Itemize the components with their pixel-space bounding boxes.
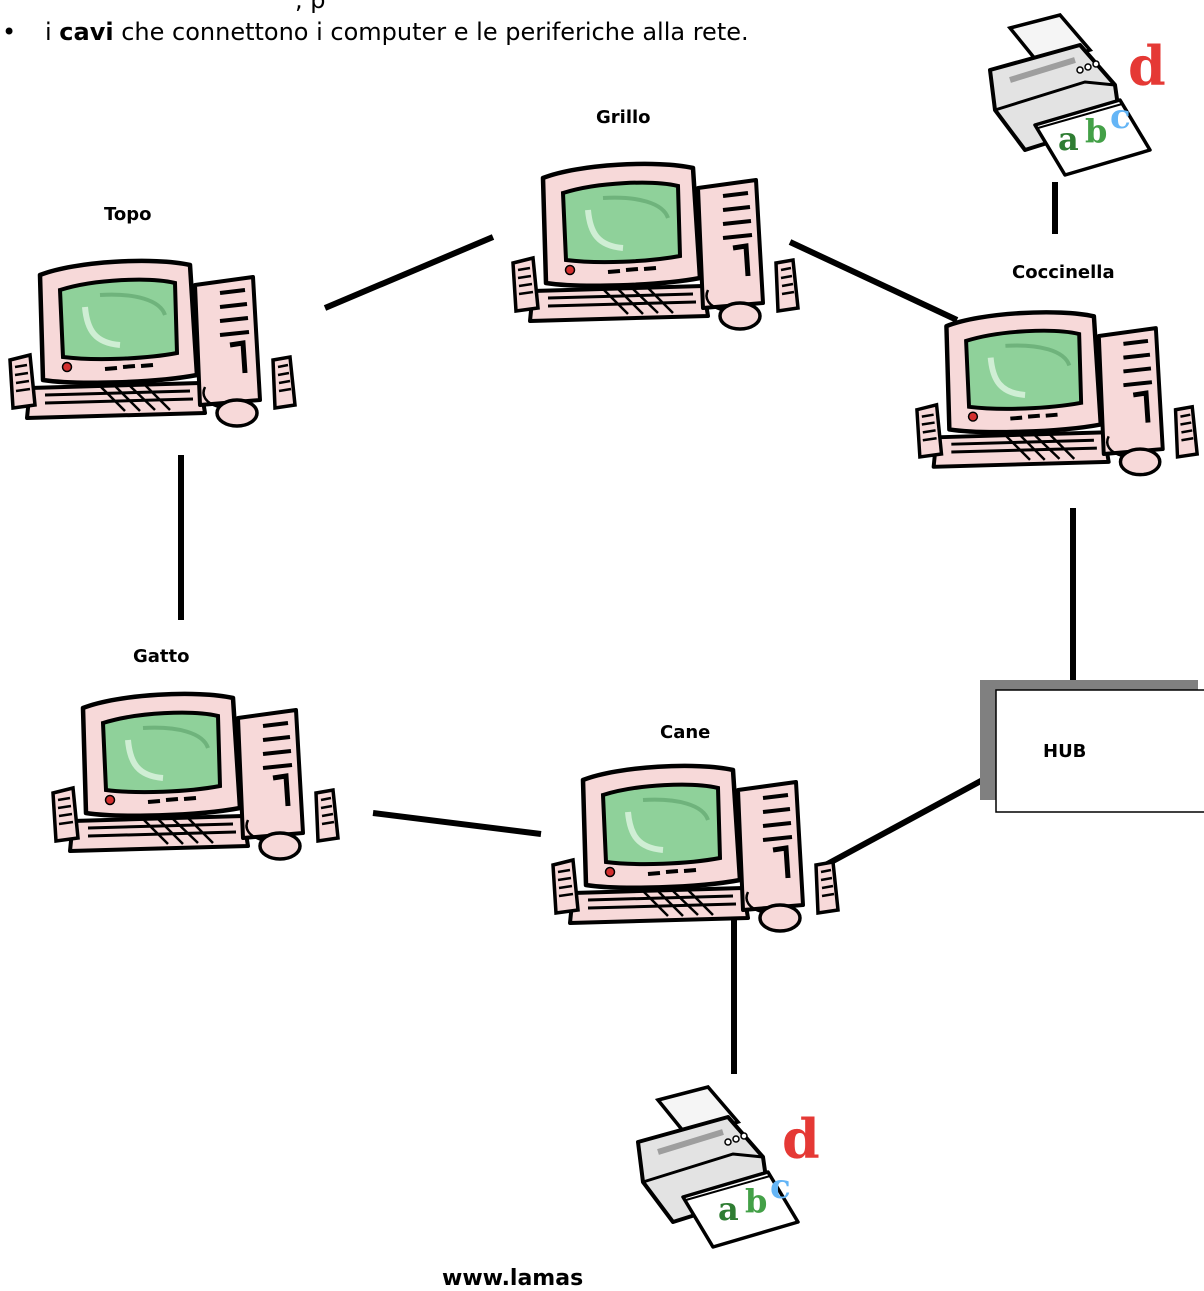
footer-url: www.lamas xyxy=(442,1266,584,1291)
node-label-cane: Cane xyxy=(660,722,710,743)
hub-box: HUB xyxy=(980,680,1204,813)
printer-letter-b: b xyxy=(745,1182,767,1220)
printer-letter-a: a xyxy=(1058,120,1079,158)
printer-letter-b: b xyxy=(1085,112,1107,150)
node-coccinella: Coccinella xyxy=(917,262,1197,475)
computer-icon xyxy=(917,312,1197,474)
cable-topo-grillo xyxy=(323,234,495,311)
computer-icon xyxy=(10,261,295,426)
intro-suffix: che connettono i computer e le periferic… xyxy=(113,18,749,46)
hub-body xyxy=(995,689,1204,813)
cable-gatto-cane xyxy=(372,810,542,837)
node-gatto: Gatto xyxy=(53,646,338,859)
computer-icon xyxy=(553,766,838,931)
node-topo: Topo xyxy=(10,204,295,426)
node-label-topo: Topo xyxy=(104,204,152,225)
printer-top: a b c d xyxy=(990,15,1166,175)
hub-label: HUB xyxy=(1043,741,1086,762)
printer-bottom: a b c d xyxy=(638,1087,820,1247)
node-label-coccinella: Coccinella xyxy=(1012,262,1115,283)
node-cane: Cane xyxy=(553,722,838,931)
cable-cane-hub xyxy=(818,773,992,871)
intro-prefix: i xyxy=(45,18,60,46)
printer-letter-d: d xyxy=(782,1107,820,1171)
printer-letter-a: a xyxy=(718,1190,739,1228)
printer-letter-d: d xyxy=(1128,34,1166,98)
intro-bold: cavi xyxy=(59,18,114,46)
partial-top-text: , p xyxy=(295,0,326,14)
node-label-gatto: Gatto xyxy=(133,646,190,667)
intro-text: i cavi che connettono i computer e le pe… xyxy=(45,18,749,46)
printer-letter-c: c xyxy=(770,1167,791,1207)
cable-grillo-coccinella xyxy=(788,239,959,323)
printer-letter-c: c xyxy=(1110,97,1131,137)
node-grillo: Grillo xyxy=(513,107,798,329)
cables xyxy=(178,182,1076,1074)
computer-icon xyxy=(53,694,338,859)
bullet-dot: • xyxy=(2,18,17,46)
node-label-grillo: Grillo xyxy=(596,107,651,128)
computer-icon xyxy=(513,164,798,329)
